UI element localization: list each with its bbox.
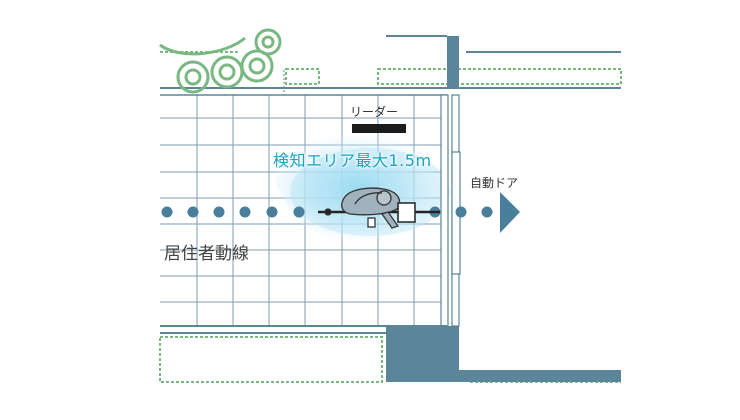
detection-area-label: 検知エリア最大1.5m xyxy=(273,151,432,170)
top-wall xyxy=(160,35,621,96)
reader-label: リーダー xyxy=(350,105,399,119)
auto-door-label: 自動ドア xyxy=(470,176,519,190)
resident-path-label: 居住者動線 xyxy=(164,244,249,264)
reader-icon xyxy=(352,124,406,133)
trees xyxy=(159,28,282,94)
bottom-wall xyxy=(160,325,621,382)
arrow-right-icon xyxy=(500,192,520,233)
person-on-cart-icon xyxy=(318,187,440,229)
right-wall xyxy=(440,36,461,327)
resident-path xyxy=(161,206,493,218)
